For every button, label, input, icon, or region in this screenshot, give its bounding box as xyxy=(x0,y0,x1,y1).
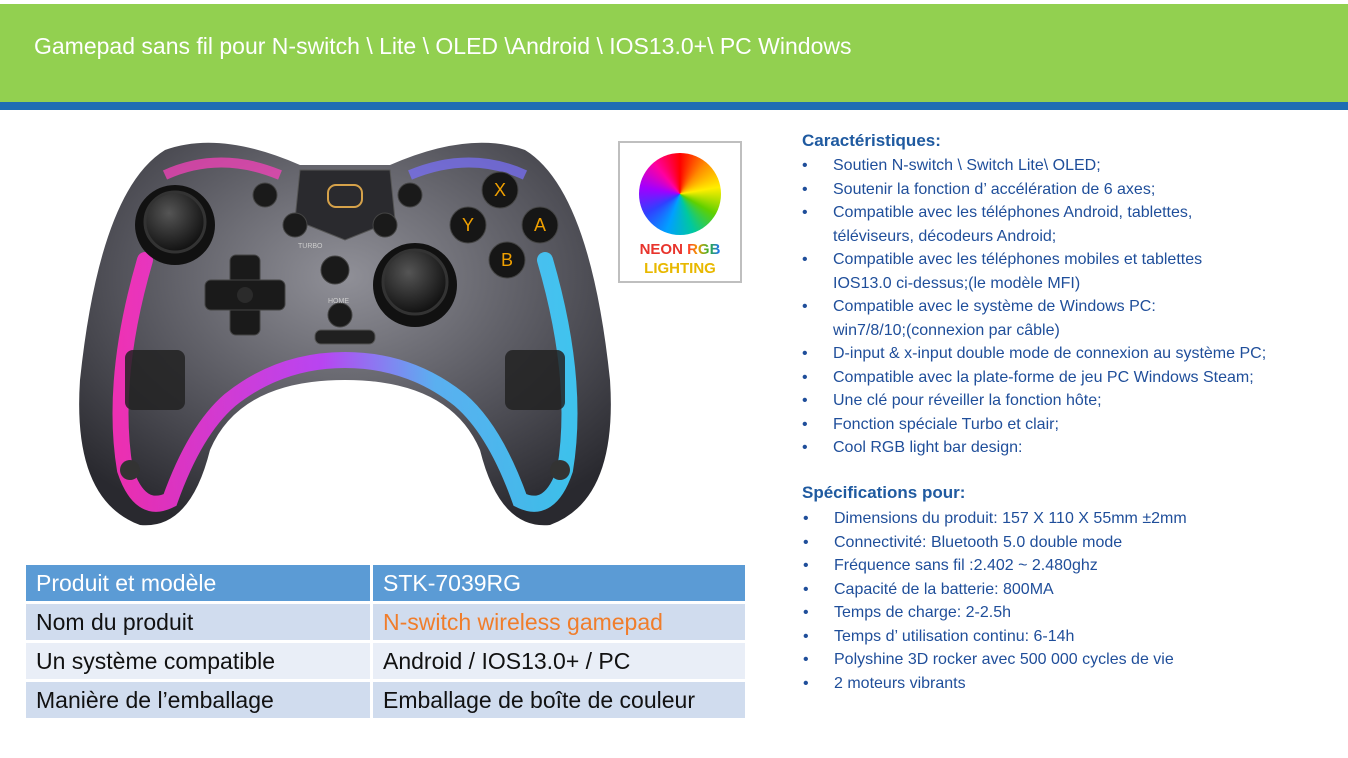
rgb-word: RGB xyxy=(687,241,721,258)
specs-list: Dimensions du produit: 157 X 110 X 55mm … xyxy=(803,507,1343,695)
table-row: Nom du produit N-switch wireless gamepad xyxy=(26,604,745,643)
list-item: Compatible avec les téléphones Android, … xyxy=(802,201,1342,248)
list-item: Compatible avec les téléphones mobiles e… xyxy=(802,248,1342,295)
list-item: Soutenir la fonction d’ accélération de … xyxy=(802,178,1342,202)
button-b-label: B xyxy=(501,250,513,270)
page-title: Gamepad sans fil pour N-switch \ Lite \ … xyxy=(34,33,852,59)
button-x-label: X xyxy=(494,180,506,200)
table-cell-label: Manière de l’emballage xyxy=(26,682,373,721)
list-item: Temps d’ utilisation continu: 6-14h xyxy=(803,625,1343,649)
specs-title: Spécifications pour: xyxy=(802,483,966,502)
table-row: Produit et modèle STK-7039RG xyxy=(26,565,745,604)
list-item: Une clé pour réveiller la fonction hôte; xyxy=(802,389,1342,413)
button-a-label: A xyxy=(534,215,546,235)
list-item: Compatible avec le système de Windows PC… xyxy=(802,295,1342,342)
turbo-label: TURBO xyxy=(298,243,323,250)
list-item: Fonction spéciale Turbo et clair; xyxy=(802,413,1342,437)
header-divider xyxy=(0,102,1348,110)
table-row: Manière de l’emballage Emballage de boît… xyxy=(26,682,745,721)
neon-rgb-badge: NEON RGB LIGHTING xyxy=(618,141,742,283)
lighting-word: LIGHTING xyxy=(644,260,716,277)
table-row: Un système compatible Android / IOS13.0+… xyxy=(26,643,745,682)
list-item: Temps de charge: 2-2.5h xyxy=(803,601,1343,625)
list-item: Cool RGB light bar design: xyxy=(802,436,1342,460)
table-cell-value: Emballage de boîte de couleur xyxy=(373,682,745,721)
table-cell-value: STK-7039RG xyxy=(373,565,745,604)
table-cell-label: Nom du produit xyxy=(26,604,373,643)
features-title: Caractéristiques: xyxy=(802,131,941,150)
list-item: Polyshine 3D rocker avec 500 000 cycles … xyxy=(803,648,1343,672)
list-item: D-input & x-input double mode de connexi… xyxy=(802,342,1342,366)
home-label: HOME xyxy=(328,298,349,305)
features-list: Soutien N-switch \ Switch Lite\ OLED; So… xyxy=(802,154,1342,460)
gamepad-icon: TURBO HOME X Y A B xyxy=(79,142,611,526)
list-item: Fréquence sans fil :2.402 ~ 2.480ghz xyxy=(803,554,1343,578)
product-info-table: Produit et modèle STK-7039RG Nom du prod… xyxy=(26,565,745,721)
neon-word: NEON xyxy=(639,241,683,258)
rgb-color-wheel-icon xyxy=(639,153,721,235)
neon-badge-line1: NEON RGB xyxy=(620,240,740,259)
table-cell-label: Produit et modèle xyxy=(26,565,373,604)
table-cell-value: N-switch wireless gamepad xyxy=(373,604,745,643)
list-item: 2 moteurs vibrants xyxy=(803,672,1343,696)
button-y-label: Y xyxy=(462,215,474,235)
list-item: Soutien N-switch \ Switch Lite\ OLED; xyxy=(802,154,1342,178)
list-item: Compatible avec la plate-forme de jeu PC… xyxy=(802,366,1342,390)
list-item: Capacité de la batterie: 800MA xyxy=(803,578,1343,602)
table-cell-label: Un système compatible xyxy=(26,643,373,682)
list-item: Connectivité: Bluetooth 5.0 double mode xyxy=(803,531,1343,555)
table-cell-value: Android / IOS13.0+ / PC xyxy=(373,643,745,682)
header-banner xyxy=(0,4,1348,102)
list-item: Dimensions du produit: 157 X 110 X 55mm … xyxy=(803,507,1343,531)
